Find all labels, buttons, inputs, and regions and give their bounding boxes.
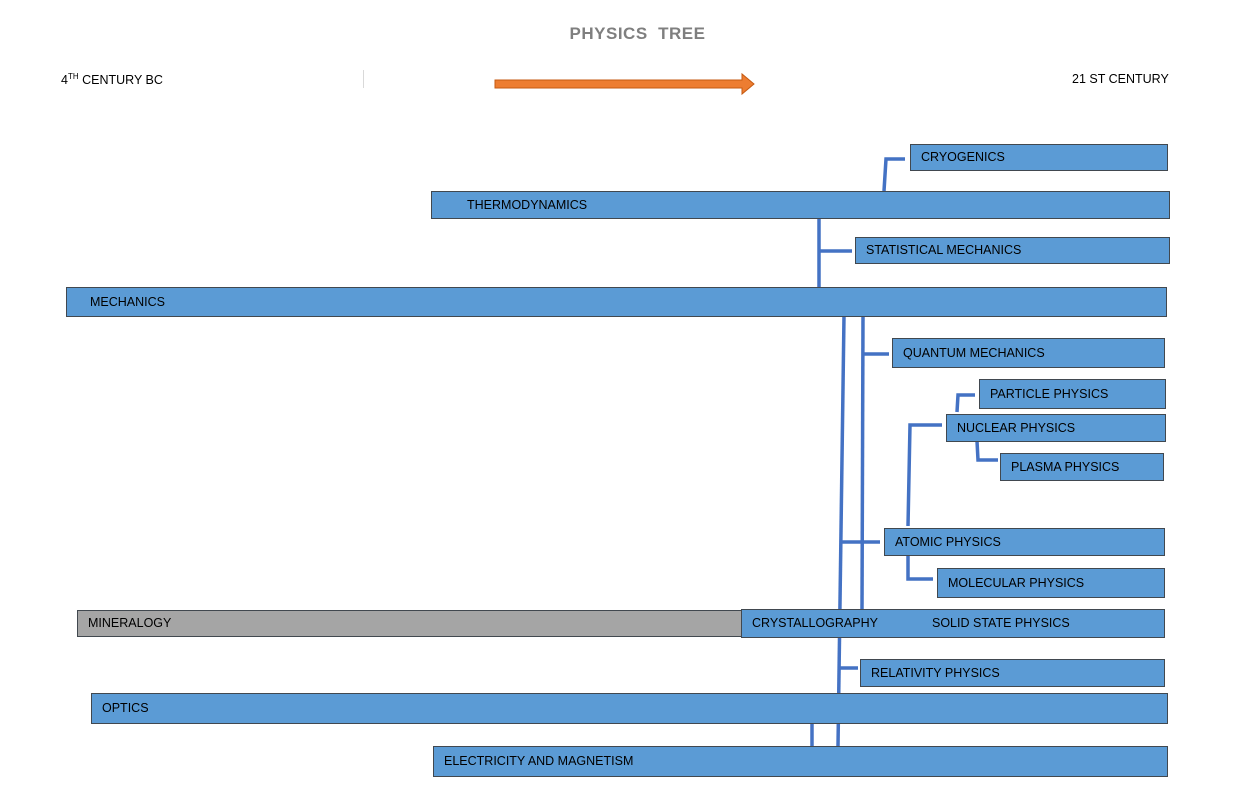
connector-atomic-nuclear [906,423,942,527]
box-label: THERMODYNAMICS [467,197,588,212]
box-atomic-physics[interactable]: ATOMIC PHYSICS [884,528,1165,556]
box-label-crystallography: CRYSTALLOGRAPHY [752,616,878,631]
diagram-title: PHYSICS TREE [569,24,706,43]
box-crystallography-solid-state[interactable]: CRYSTALLOGRAPHY SOLID STATE PHYSICS [741,609,1165,638]
trunk-line-right [860,315,865,611]
box-mineralogy[interactable]: MINERALOGY [77,610,743,637]
timeline-end-label: 21 ST CENTURY [1072,72,1169,86]
timeline-start-number: 4 [61,73,68,87]
box-quantum-mechanics[interactable]: QUANTUM MECHANICS [892,338,1165,368]
box-label: MECHANICS [90,294,166,309]
box-label: MOLECULAR PHYSICS [948,575,1085,590]
timeline-start-superscript: TH [67,72,79,81]
box-label: STATISTICAL MECHANICS [866,243,1022,258]
box-label: ATOMIC PHYSICS [895,534,1001,549]
box-label-solid-state: SOLID STATE PHYSICS [932,616,1070,631]
box-electricity-magnetism[interactable]: ELECTRICITY AND MAGNETISM [433,746,1168,777]
box-mechanics[interactable]: MECHANICS [66,287,1167,317]
connector-atomic-molecular [906,555,933,581]
box-label: CRYOGENICS [921,150,1005,165]
box-thermodynamics[interactable]: THERMODYNAMICS [431,191,1170,219]
trunk-line-left [836,315,846,747]
box-nuclear-physics[interactable]: NUCLEAR PHYSICS [946,414,1166,442]
box-label: QUANTUM MECHANICS [903,345,1045,360]
box-label: RELATIVITY PHYSICS [871,665,1000,680]
connector-mechanics-thermo-statmech [817,219,852,288]
box-particle-physics[interactable]: PARTICLE PHYSICS [979,379,1166,409]
box-relativity-physics[interactable]: RELATIVITY PHYSICS [860,659,1165,687]
box-label: PARTICLE PHYSICS [990,386,1109,401]
box-label: ELECTRICITY AND MAGNETISM [444,754,634,769]
timeline-divider [363,70,364,88]
time-arrow-icon [494,72,755,96]
box-label: OPTICS [102,701,149,716]
box-cryogenics[interactable]: CRYOGENICS [910,144,1168,171]
connector-nuclear-particle [955,393,975,413]
box-label: NUCLEAR PHYSICS [957,420,1076,435]
box-label: PLASMA PHYSICS [1011,459,1120,474]
connector-nuclear-plasma [975,440,998,462]
box-statistical-mechanics[interactable]: STATISTICAL MECHANICS [855,237,1170,264]
box-plasma-physics[interactable]: PLASMA PHYSICS [1000,453,1164,481]
box-optics[interactable]: OPTICS [91,693,1168,724]
box-molecular-physics[interactable]: MOLECULAR PHYSICS [937,568,1165,598]
timeline-start-text: CENTURY BC [78,73,163,87]
connector-thermo-cryogenics [882,157,905,192]
box-label: MINERALOGY [88,616,172,631]
timeline-start-label: 4TH CENTURY BC [61,72,163,87]
